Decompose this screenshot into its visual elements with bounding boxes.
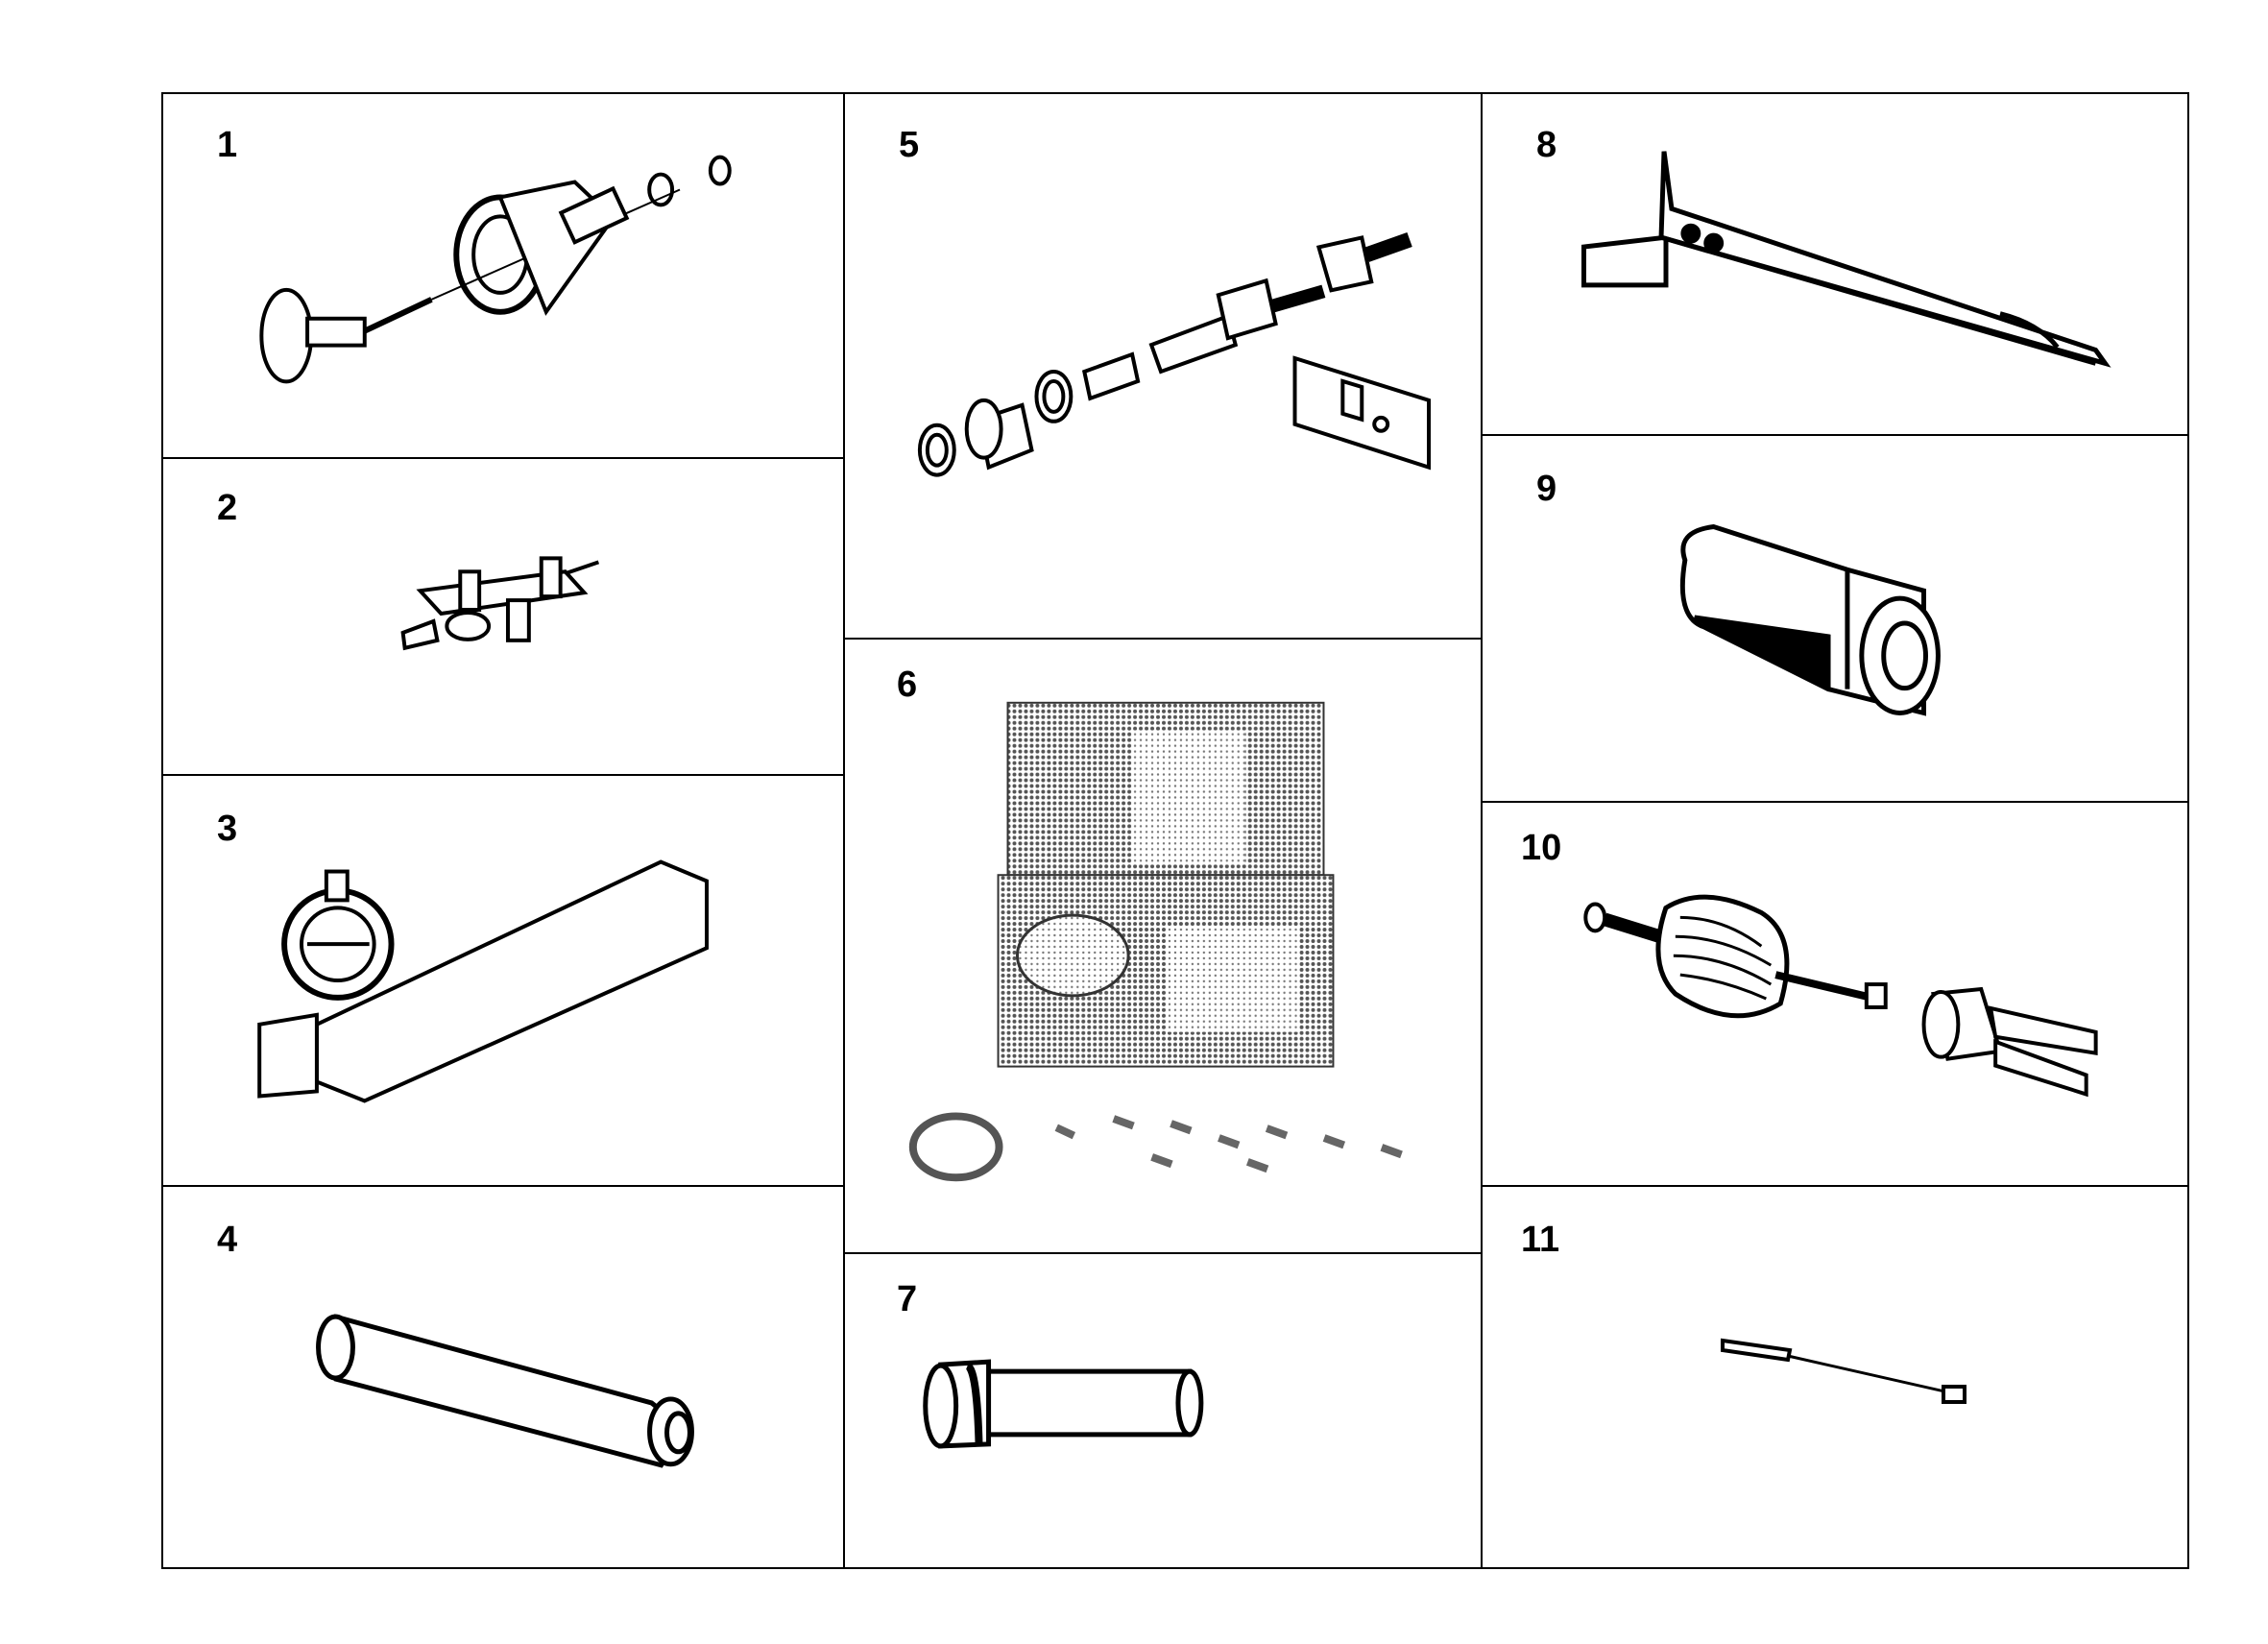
slide-hammer-puller-icon xyxy=(1583,894,2098,1098)
tool-cell-4: 4 xyxy=(163,1187,845,1569)
tool-cell-7: 7 xyxy=(845,1254,1483,1569)
item-number: 4 xyxy=(217,1220,238,1260)
puller-assembly-icon xyxy=(259,155,732,384)
press-tool-set-icon xyxy=(917,231,1432,477)
tool-cell-2: 2 xyxy=(163,459,845,776)
item-number: 3 xyxy=(217,809,238,849)
sleeve-drift-icon xyxy=(923,1359,1204,1449)
tool-cell-1: 1 xyxy=(163,94,845,459)
item-number: 5 xyxy=(899,125,920,165)
tapered-sleeve-icon xyxy=(1679,523,1941,716)
item-number: 7 xyxy=(897,1279,918,1319)
tool-cell-9: 9 xyxy=(1483,436,2187,803)
item-number: 10 xyxy=(1521,828,1562,868)
drift-mandrel-icon xyxy=(316,1314,694,1468)
item-number: 6 xyxy=(897,665,918,705)
item-number: 9 xyxy=(1536,469,1557,509)
bracket-tool-icon xyxy=(400,556,600,651)
tool-cell-3: 3 xyxy=(163,776,845,1187)
tool-grid: 1 2 xyxy=(161,92,2189,1569)
tool-case-kit-icon xyxy=(908,701,1403,1182)
item-number: 11 xyxy=(1521,1220,1560,1260)
tool-cell-5: 5 xyxy=(845,94,1483,640)
item-number: 1 xyxy=(217,125,238,165)
tool-cell-6: 6 xyxy=(845,640,1483,1254)
dial-gauge-fixture-icon xyxy=(257,859,709,1103)
tool-cell-8: 8 xyxy=(1483,94,2187,436)
item-number: 2 xyxy=(217,488,238,528)
angled-plate-tool-icon xyxy=(1580,151,2111,368)
probe-tool-icon xyxy=(1721,1338,1966,1404)
tool-cell-10: 10 xyxy=(1483,803,2187,1187)
tool-cell-11: 11 xyxy=(1483,1187,2187,1569)
item-number: 8 xyxy=(1536,125,1557,165)
